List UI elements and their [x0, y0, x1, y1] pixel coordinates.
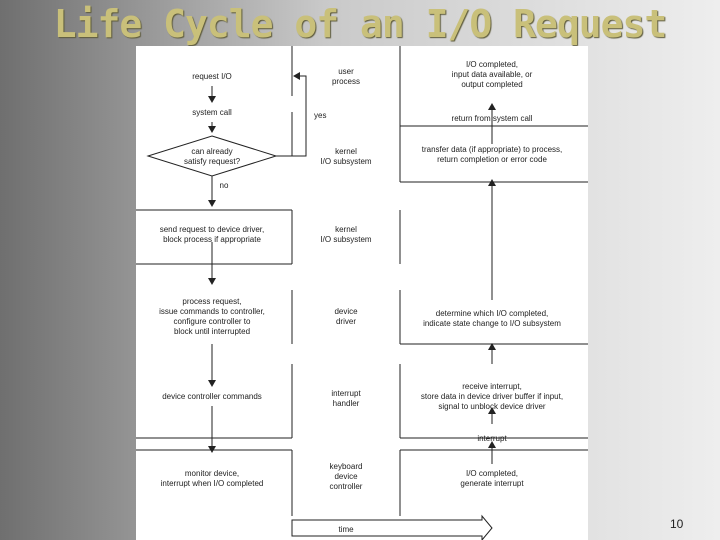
decision-diamond [146, 135, 278, 177]
completion-step-6: interrupt [477, 434, 507, 443]
completion-step-4: determine which I/O completed,indicate s… [423, 309, 561, 328]
completion-step-7: I/O completed,generate interrupt [460, 469, 524, 488]
completion-step-3: transfer data (if appropriate) to proces… [422, 145, 563, 164]
kernel-step-7: monitor device,interrupt when I/O comple… [161, 469, 264, 488]
kernel-step-6: device controller commands [162, 392, 262, 401]
request-flow-arrows [208, 72, 307, 453]
completion-step-5: receive interrupt,store data in device d… [421, 382, 563, 411]
completion-step-2: return from system call [452, 114, 533, 123]
slide-title: Life Cycle of an I/O Request [53, 2, 668, 46]
kernel-step-2: system call [192, 108, 232, 117]
time-axis-label: time [338, 525, 354, 534]
kernel-step-5: process request,issue commands to contro… [159, 297, 265, 336]
kernel-step-1: request I/O [192, 72, 232, 81]
decision-no-label: no [220, 181, 229, 190]
decision-yes-label: yes [314, 111, 326, 120]
page-number: 10 [670, 517, 684, 531]
kernel-step-4: send request to device driver,block proc… [160, 225, 265, 244]
time-arrow [291, 514, 493, 540]
